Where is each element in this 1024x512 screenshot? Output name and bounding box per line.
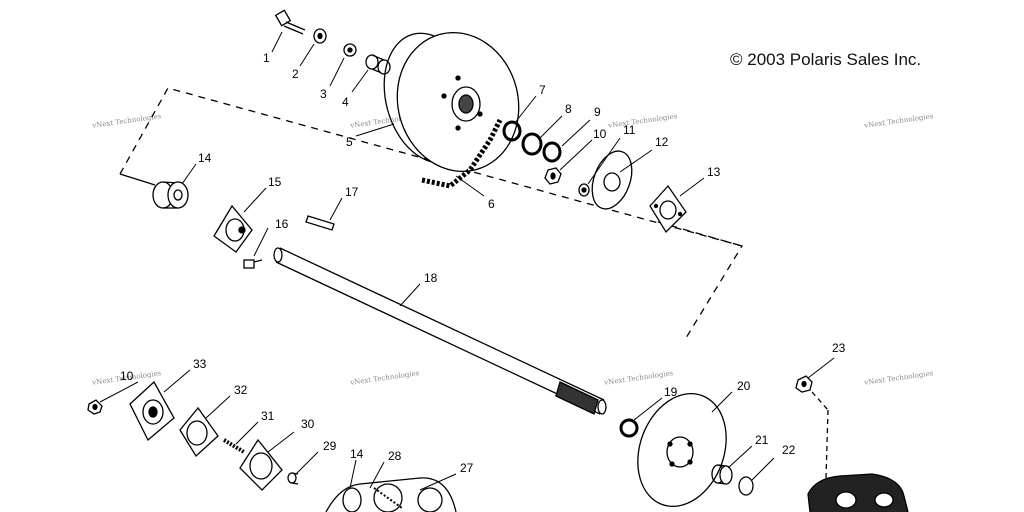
chaincase-part (325, 477, 457, 512)
bushing-part (711, 464, 733, 485)
callout-labels: 1 2 3 4 5 6 7 8 9 10 11 12 13 14 15 16 1… (120, 51, 846, 475)
callout-number: 4 (342, 95, 349, 109)
brake-disc-part (637, 392, 727, 508)
callout-number: 1 (263, 51, 270, 65)
brake-caliper-part (807, 473, 909, 512)
chain-part (421, 118, 503, 189)
assembly-dash-line (825, 409, 829, 479)
callout-number: 3 (320, 87, 327, 101)
copyright-notice: © 2003 Polaris Sales Inc. (730, 50, 922, 69)
flange-part (649, 184, 687, 234)
shaft-part (273, 247, 607, 415)
callout-number: 14 (350, 447, 364, 461)
callout-number: 23 (832, 341, 846, 355)
flange-part (213, 204, 253, 253)
spring-part (222, 438, 246, 454)
callout-number: 8 (565, 102, 572, 116)
assembly-dash-line (119, 173, 156, 186)
key-part (305, 215, 335, 231)
callout-number: 21 (755, 433, 769, 447)
bolt-part (795, 375, 813, 393)
assembly-dash-line (811, 391, 829, 411)
callout-number: 14 (198, 151, 212, 165)
callout-number: 7 (539, 83, 546, 97)
bolt-part (274, 9, 306, 35)
callout-number: 12 (655, 135, 669, 149)
bearing-part (152, 181, 189, 209)
callout-number: 10 (593, 127, 607, 141)
callout-number: 11 (623, 123, 636, 137)
callout-number: 28 (388, 449, 402, 463)
cap-part (738, 476, 754, 496)
callout-number: 22 (782, 443, 796, 457)
callout-number: 29 (323, 439, 337, 453)
callout-number: 9 (594, 105, 601, 119)
lock-washer-part (343, 43, 357, 57)
callout-number: 6 (488, 197, 495, 211)
nut-part (544, 167, 562, 185)
bearing-plate-part (179, 406, 219, 458)
washer-part (578, 183, 590, 197)
callout-number: 33 (193, 357, 207, 371)
callout-number: 10 (120, 369, 134, 383)
callout-number: 16 (275, 217, 289, 231)
o-ring-part (619, 418, 639, 438)
callout-number: 31 (261, 409, 275, 423)
callout-number: 19 (664, 385, 678, 399)
ring-part (521, 132, 543, 156)
flange-part (129, 380, 175, 442)
leader-lines (99, 31, 835, 491)
ring-part (502, 120, 522, 142)
washer-part (313, 28, 327, 44)
callout-number: 2 (292, 67, 299, 81)
ring-part (542, 141, 562, 163)
nut-part (87, 399, 103, 415)
callout-number: 30 (301, 417, 315, 431)
callout-number: 27 (460, 461, 474, 475)
bushing-part (287, 472, 299, 485)
bolt-part (243, 259, 263, 269)
flange-part (239, 438, 283, 491)
bearing-plate-part (591, 150, 633, 210)
callout-number: 13 (707, 165, 721, 179)
callout-number: 32 (234, 383, 248, 397)
callout-number: 5 (346, 135, 353, 149)
callout-number: 15 (268, 175, 282, 189)
pulley-part (383, 31, 520, 173)
callout-number: 17 (345, 185, 359, 199)
callout-number: 18 (424, 271, 438, 285)
callout-number: 20 (737, 379, 751, 393)
